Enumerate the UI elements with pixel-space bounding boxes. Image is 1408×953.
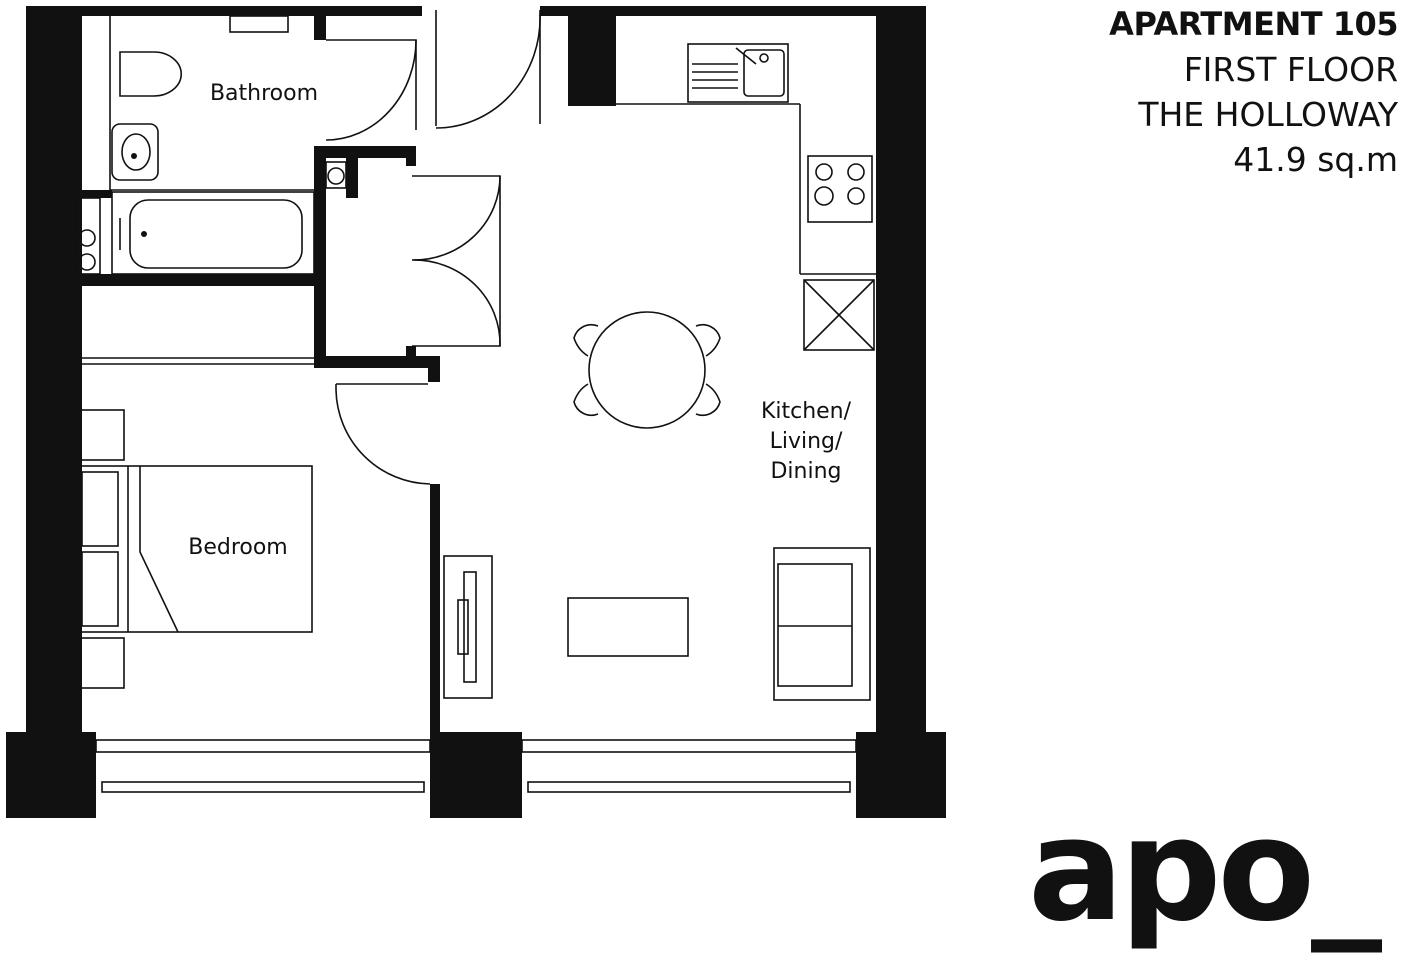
bathroom-fixtures — [75, 15, 347, 275]
building-name: THE HOLLOWAY — [1138, 95, 1398, 134]
doors — [325, 10, 541, 485]
brand-logo: apo_ — [1028, 788, 1382, 953]
kitchen-fixtures — [577, 19, 876, 351]
dining-table — [573, 311, 721, 429]
room-label-kitchen-1: Kitchen/ — [761, 399, 852, 424]
room-label-bedroom: Bedroom — [188, 535, 288, 560]
living-fixtures — [443, 547, 871, 701]
bedroom-fixtures — [77, 357, 314, 689]
apartment-title: APARTMENT 105 — [1109, 5, 1398, 43]
floor-label: FIRST FLOOR — [1183, 50, 1398, 89]
windows — [95, 739, 857, 793]
area-label: 41.9 sq.m — [1233, 140, 1398, 179]
room-label-kitchen-3: Dining — [770, 459, 841, 484]
room-label-kitchen-2: Living/ — [770, 429, 843, 454]
floor-plan: Bathroom Bedroom Kitchen/ Living/ Dining — [6, 6, 946, 818]
walls — [6, 6, 946, 818]
title-block: APARTMENT 105 FIRST FLOOR THE HOLLOWAY 4… — [1109, 2, 1398, 182]
room-label-bathroom: Bathroom — [210, 81, 318, 106]
